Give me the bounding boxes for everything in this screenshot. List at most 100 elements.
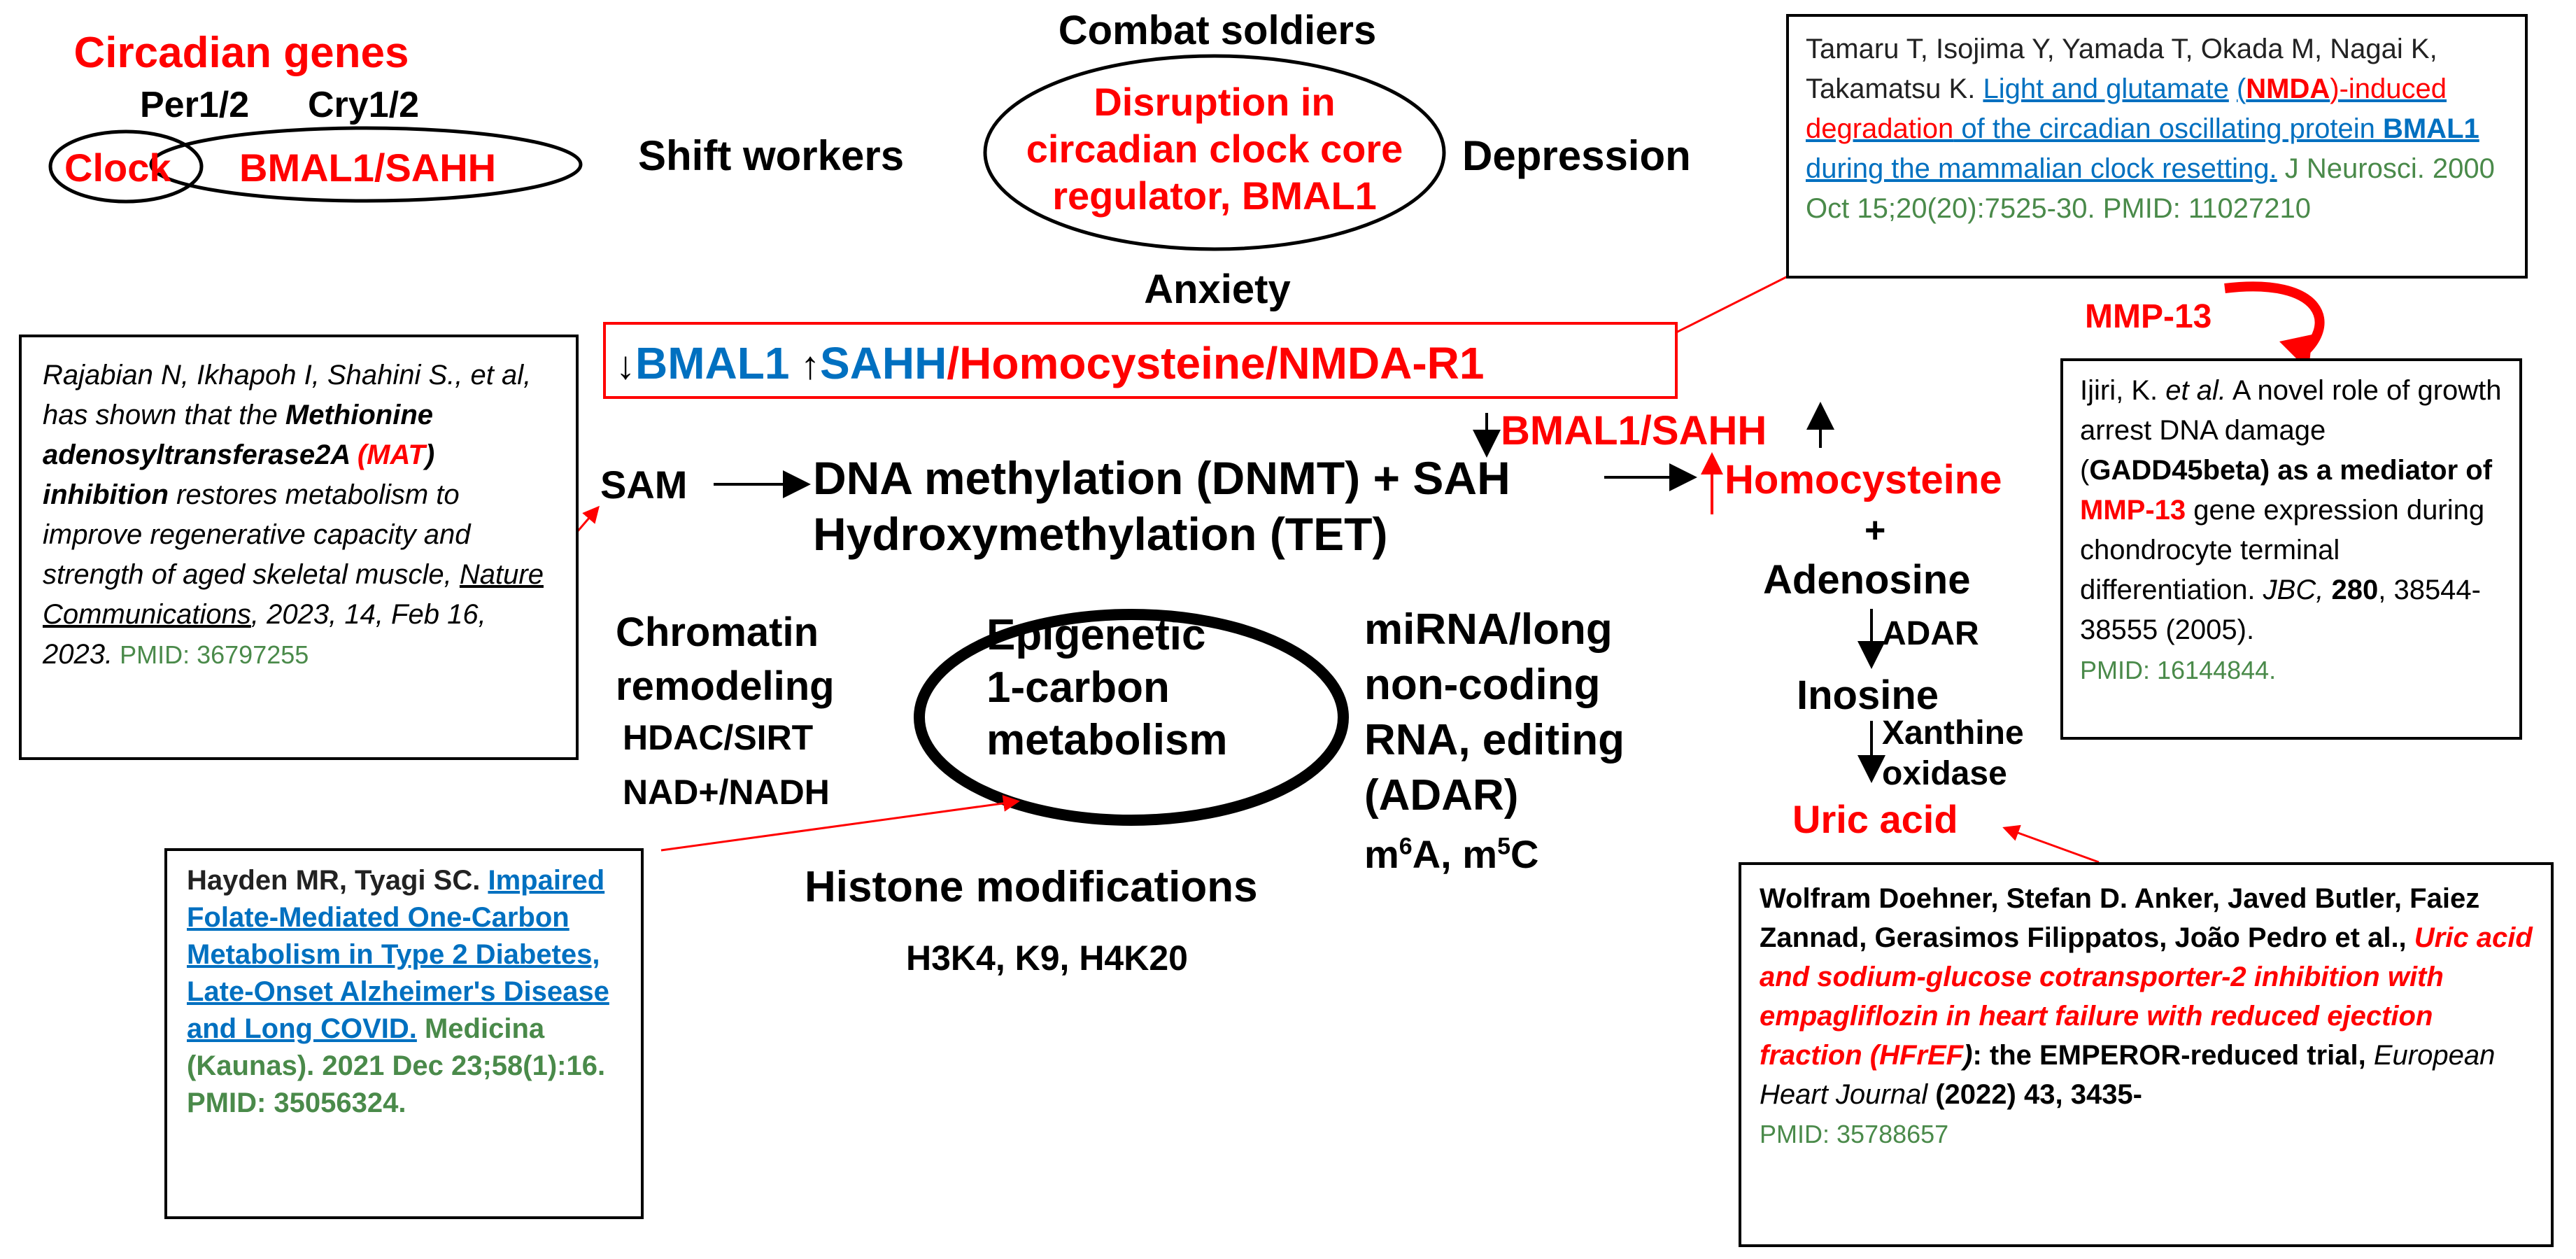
inosine-label: Inosine [1797, 673, 1939, 718]
rajabian-journal: Nature Communications [43, 559, 544, 630]
bmal-sahh-secondary-label: BMAL1/SAHH [1501, 408, 1767, 453]
epigenetic-ellipse [914, 609, 1349, 826]
doehner-trial: : the EMPEROR-reduced trial, [1972, 1040, 2374, 1071]
tamaru-link-a[interactable]: Light and glutamate [1983, 73, 2229, 104]
sam-label: SAM [600, 463, 688, 507]
nad-nadh-label: NAD+/NADH [623, 773, 830, 812]
tamaru-link-c[interactable]: of the circadian oscillating protein [1953, 113, 2383, 144]
epigenetic-line-3: metabolism [986, 716, 1228, 764]
m6a-sup: 6 [1399, 833, 1413, 860]
tamaru-journal: J Neurosci. 2000 Oct 15;20(20):7525-30. … [1806, 153, 2495, 224]
chromatin-line-2: remodeling [616, 663, 835, 709]
hayden-pmid: PMID: 35056324. [187, 1088, 406, 1118]
rajabian-pmid: PMID: 36797255 [113, 640, 309, 669]
clock-label: Clock [64, 146, 171, 190]
mirna-line-4: (ADAR) [1364, 771, 1519, 820]
headline-sahh: SAHH [820, 338, 947, 388]
hayden-journal: Medicina (Kaunas). 2021 Dec 23;58(1):16. [187, 1013, 606, 1081]
rajabian-close: ) [425, 439, 435, 470]
ijiri-mediator: as a mediator of [2270, 455, 2493, 486]
ijiri-mmp13: MMP-13 [2080, 495, 2186, 526]
epigenetic-line-1: Epigenetic [986, 611, 1206, 659]
ijiri-volume: 280 [2323, 575, 2379, 605]
headline-text: ↓BMAL1 ↑SAHH/Homocysteine/NMDA-R1 [616, 337, 1484, 389]
dna-methylation-label: DNA methylation (DNMT) + SAH [813, 452, 1510, 504]
mirna-line-3: RNA, editing [1364, 716, 1625, 764]
ijiri-jbc: JBC, [2263, 575, 2324, 605]
doehner-authors: Wolfram Doehner, Stefan D. Anker, Javed … [1760, 883, 2480, 953]
tamaru-link-d[interactable]: during the mammalian clock resetting. [1806, 153, 2277, 184]
ijiri-pmid: PMID: 16144844. [2080, 656, 2277, 684]
oxidase-label: oxidase [1882, 755, 2007, 792]
hdac-sirt-label: HDAC/SIRT [623, 718, 814, 757]
disruption-ellipse [983, 54, 1446, 251]
adenosine-label: Adenosine [1763, 557, 1971, 603]
ijiri-author: Ijiri, K. [2080, 375, 2166, 406]
circadian-genes-title: Circadian genes [73, 29, 409, 77]
mmp13-curved-arrow [2224, 281, 2325, 361]
hydroxymethylation-label: Hydroxymethylation (TET) [813, 508, 1388, 560]
tamaru-link-b[interactable]: (NMDA)-induced degradation [1806, 73, 2447, 144]
mirna-line-1: miRNA/long [1364, 605, 1613, 654]
rajabian-date: , 2023, 14, Feb 16, 2023. [43, 599, 486, 670]
ijiri-gadd45beta: GADD45beta) [2089, 455, 2270, 486]
chromatin-line-1: Chromatin [616, 610, 819, 655]
hayden-to-epigenetic-arrow [660, 794, 1020, 852]
ijiri-citation-box: Ijiri, K. et al. A novel role of growth … [2060, 358, 2522, 740]
anxiety-label: Anxiety [1144, 267, 1291, 312]
m5c-sup: 5 [1497, 833, 1510, 860]
ijiri-pages: , 38544-38555 (2005). [2080, 575, 2481, 645]
hayden-link[interactable]: Impaired Folate-Mediated One-Carbon Meta… [187, 865, 609, 1044]
mirna-line-2: non-coding [1364, 661, 1601, 709]
disruption-text: Disruption in circadian clock core regul… [979, 78, 1450, 219]
rajabian-body: restores metabolism to improve regenerat… [43, 479, 471, 590]
clock-ellipse [48, 129, 204, 204]
adar-label: ADAR [1882, 615, 1979, 652]
tamaru-nmda: NMDA [2246, 73, 2330, 104]
homocysteine-label: Homocysteine [1725, 457, 2002, 502]
headline-bmal1: BMAL1 [635, 338, 790, 388]
tamaru-authors: Tamaru T, Isojima Y, Yamada T, Okada M, … [1806, 34, 2437, 104]
ijiri-title-b: gene expression during chondrocyte termi… [2080, 495, 2485, 605]
disruption-line-2: circadian clock core [1026, 127, 1403, 171]
mirna-label: miRNA/long non-coding RNA, editing (ADAR… [1364, 602, 1625, 823]
mmp13-label: MMP-13 [2085, 298, 2212, 335]
doehner-year: (2022) 43, 3435- [1927, 1079, 2142, 1110]
doehner-title: Uric acid and sodium-glucose cotransport… [1760, 922, 2533, 1071]
epigenetic-line-2: 1-carbon [986, 663, 1170, 712]
headline-up-arrow: ↑ [800, 343, 820, 387]
ijiri-etal: et al. [2165, 375, 2226, 406]
depression-label: Depression [1462, 132, 1691, 179]
per-label: Per1/2 [140, 85, 250, 125]
hayden-citation-box: Hayden MR, Tyagi SC. Impaired Folate-Med… [164, 848, 644, 1219]
tamaru-to-headline-arrow [1656, 275, 1788, 343]
doehner-journal: European Heart Journal [1760, 1040, 2496, 1110]
tamaru-induced-degradation: )-induced degradation [1806, 73, 2447, 144]
headline-down-arrow: ↓ [616, 343, 635, 387]
rajabian-intro: Rajabian N, Ikhapoh I, Shahini S., et al… [43, 360, 532, 430]
bmal-sahh-ellipse [149, 126, 583, 203]
bmal-sahh-label: BMAL1/SAHH [239, 146, 497, 190]
m6a-post: A, m [1412, 832, 1498, 876]
m5c-post: C [1510, 832, 1539, 876]
disruption-line-3: regulator, BMAL1 [1052, 174, 1377, 218]
m6a-m: m [1364, 832, 1399, 876]
h3k4-label: H3K4, K9, H4K20 [906, 938, 1188, 978]
cry-label: Cry1/2 [308, 85, 419, 125]
headline-rest: /Homocysteine/NMDA-R1 [947, 338, 1485, 388]
tamaru-paren-open: ( [2236, 73, 2246, 104]
combat-soldiers-label: Combat soldiers [1058, 8, 1377, 53]
chromatin-remodeling-label: Chromatin remodeling [616, 605, 835, 713]
tamaru-bmal1[interactable]: BMAL1 [2382, 113, 2479, 144]
hayden-authors: Hayden MR, Tyagi SC. [187, 865, 488, 896]
m6a-m5c-label: m6A, m5C [1364, 831, 1538, 877]
doehner-to-uric-arrow [2002, 824, 2100, 864]
doehner-pmid: PMID: 35788657 [1760, 1120, 1949, 1148]
tamaru-citation-box: Tamaru T, Isojima Y, Yamada T, Okada M, … [1786, 14, 2528, 279]
uric-acid-label: Uric acid [1792, 797, 1958, 841]
doehner-title-close: ) [1963, 1040, 1973, 1071]
histone-modifications-label: Histone modifications [805, 863, 1258, 911]
rajabian-mat: (MAT [349, 439, 425, 470]
rajabian-citation-box: Rajabian N, Ikhapoh I, Shahini S., et al… [19, 335, 579, 760]
